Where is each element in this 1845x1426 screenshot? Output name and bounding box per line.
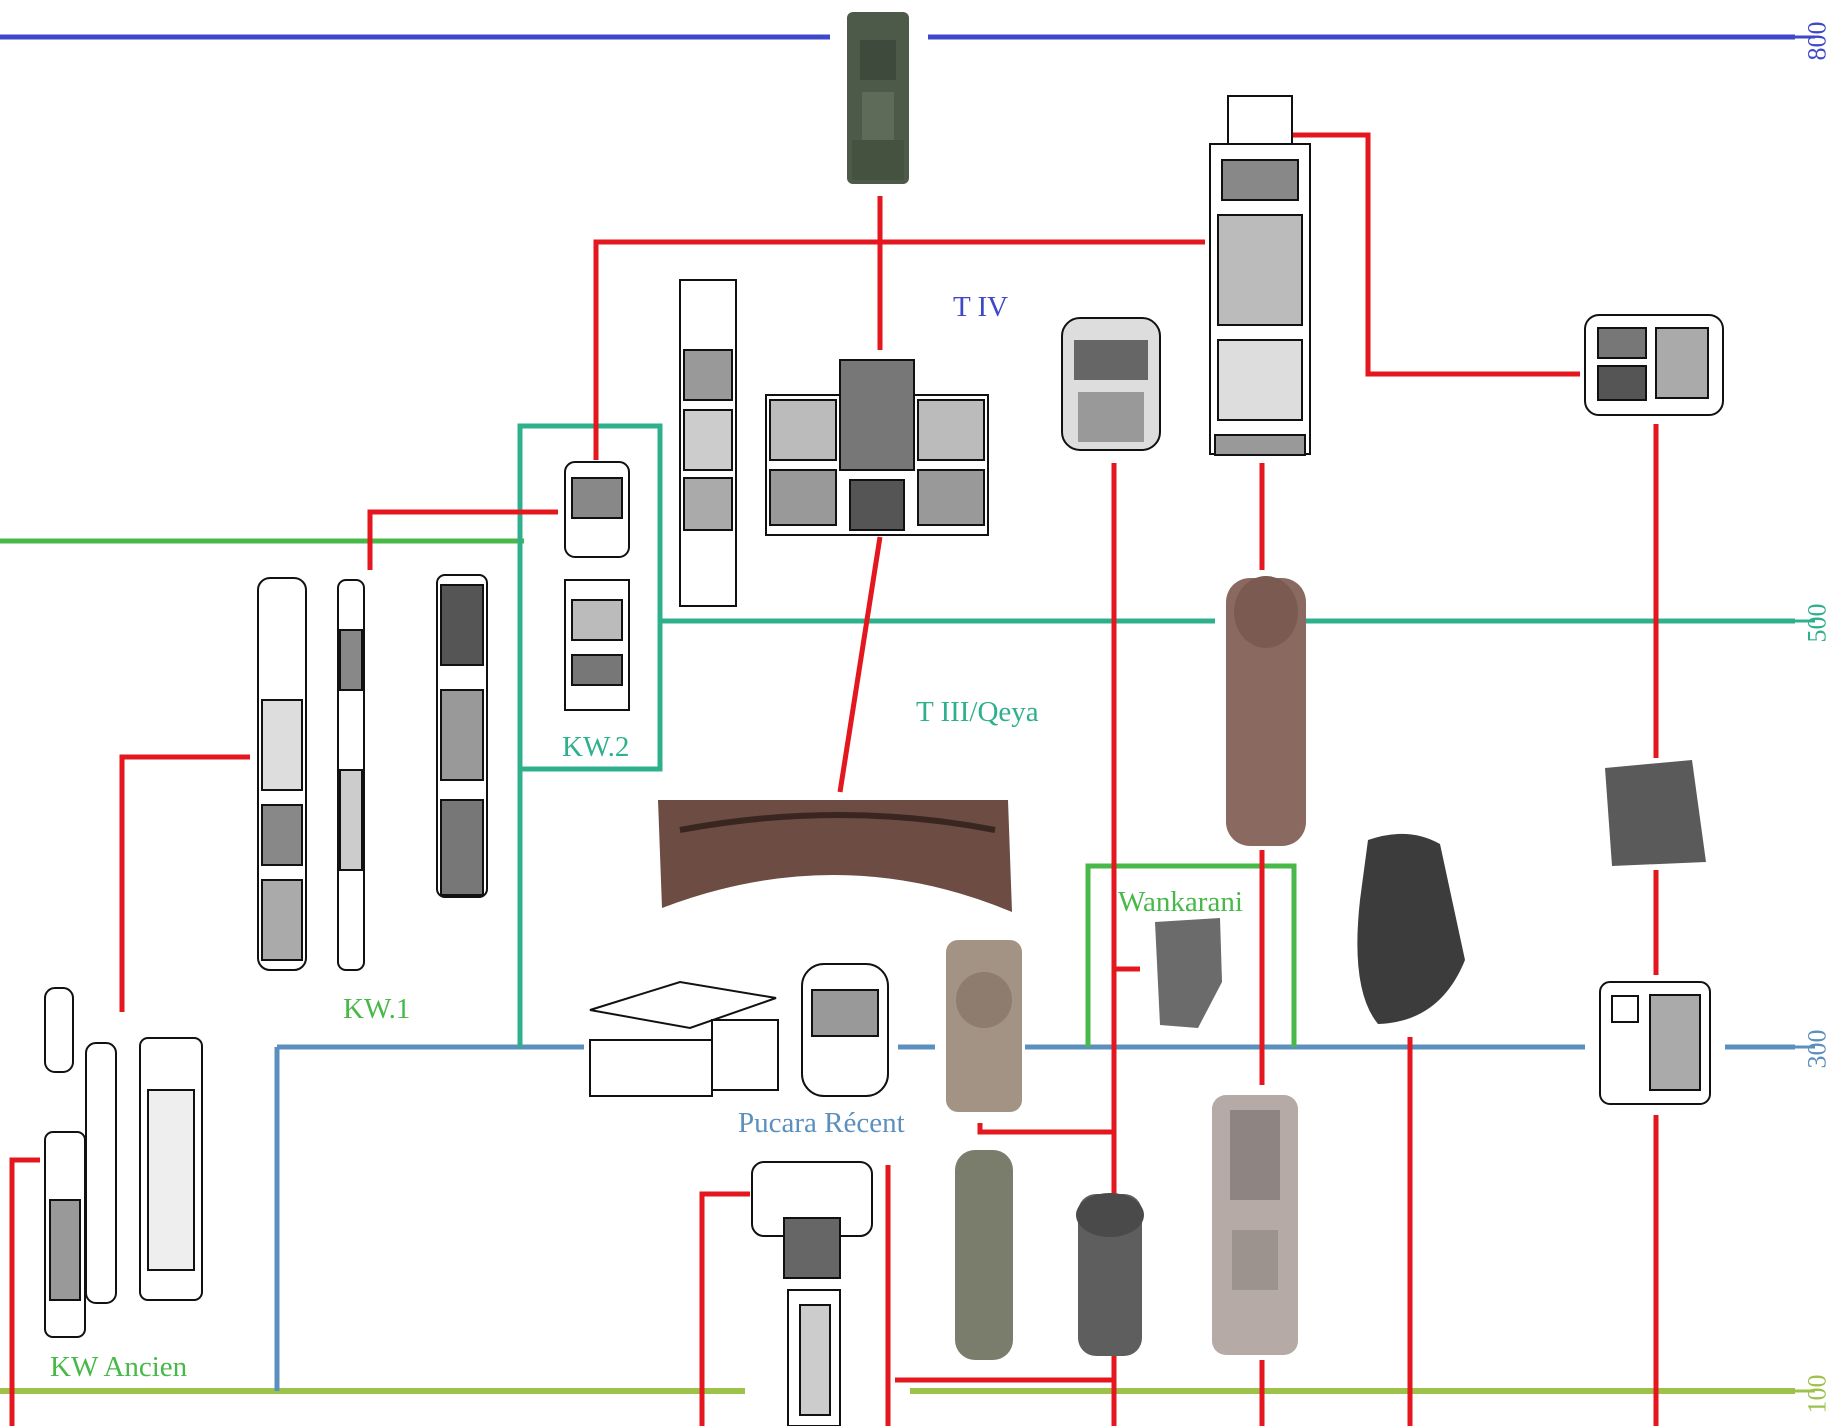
cross-stela-drawing-icon bbox=[1600, 982, 1710, 1104]
granite-statue-icon bbox=[1212, 1095, 1298, 1355]
label-pucara-recent: Pucara Récent bbox=[738, 1109, 905, 1138]
feline-stone-drawing-icon bbox=[1585, 315, 1723, 415]
label-t-iii-qeya: T III/Qeya bbox=[916, 698, 1039, 727]
snarling-head-icon bbox=[1062, 318, 1160, 450]
curved-lintel-stone-icon bbox=[658, 800, 1012, 912]
gateway-sun-drawing-icon bbox=[766, 360, 988, 535]
pucara-figure-drawing-icon bbox=[802, 964, 888, 1096]
label-wankarani: Wankarani bbox=[1118, 888, 1243, 917]
label-kw2: KW.2 bbox=[562, 733, 629, 762]
spiral-stela-drawing-icon bbox=[752, 1162, 872, 1426]
wankarani-head-icon bbox=[1155, 918, 1222, 1028]
kw2-stela-drawing-icon bbox=[565, 462, 629, 710]
kw1-stelae-drawing-icon bbox=[258, 575, 487, 970]
red-statue-icon bbox=[1226, 576, 1306, 846]
year-label-500: 500 bbox=[1803, 604, 1833, 643]
dark-seated-figure-icon bbox=[1357, 834, 1465, 1024]
olive-figure-icon bbox=[955, 1150, 1013, 1360]
monolith-dark-icon bbox=[847, 12, 909, 184]
year-label-800: 800 bbox=[1803, 22, 1833, 61]
small-stone-figure-icon bbox=[1076, 1193, 1144, 1356]
label-t-iv: T IV bbox=[953, 293, 1008, 322]
label-kw1: KW.1 bbox=[343, 995, 410, 1024]
pucara-box-drawing-icon bbox=[590, 982, 778, 1096]
year-label-100: 100 bbox=[1803, 1375, 1833, 1414]
tall-stela-drawing-icon bbox=[680, 280, 736, 606]
ponce-stela-drawing-icon bbox=[1210, 96, 1310, 455]
kw-ancien-stelae-drawing-icon bbox=[45, 988, 202, 1337]
label-kw-ancien: KW Ancien bbox=[50, 1353, 187, 1382]
seated-sandstone-figure-icon bbox=[946, 940, 1022, 1112]
grey-slab-icon bbox=[1605, 760, 1706, 866]
year-label-300: 300 bbox=[1803, 1030, 1833, 1069]
